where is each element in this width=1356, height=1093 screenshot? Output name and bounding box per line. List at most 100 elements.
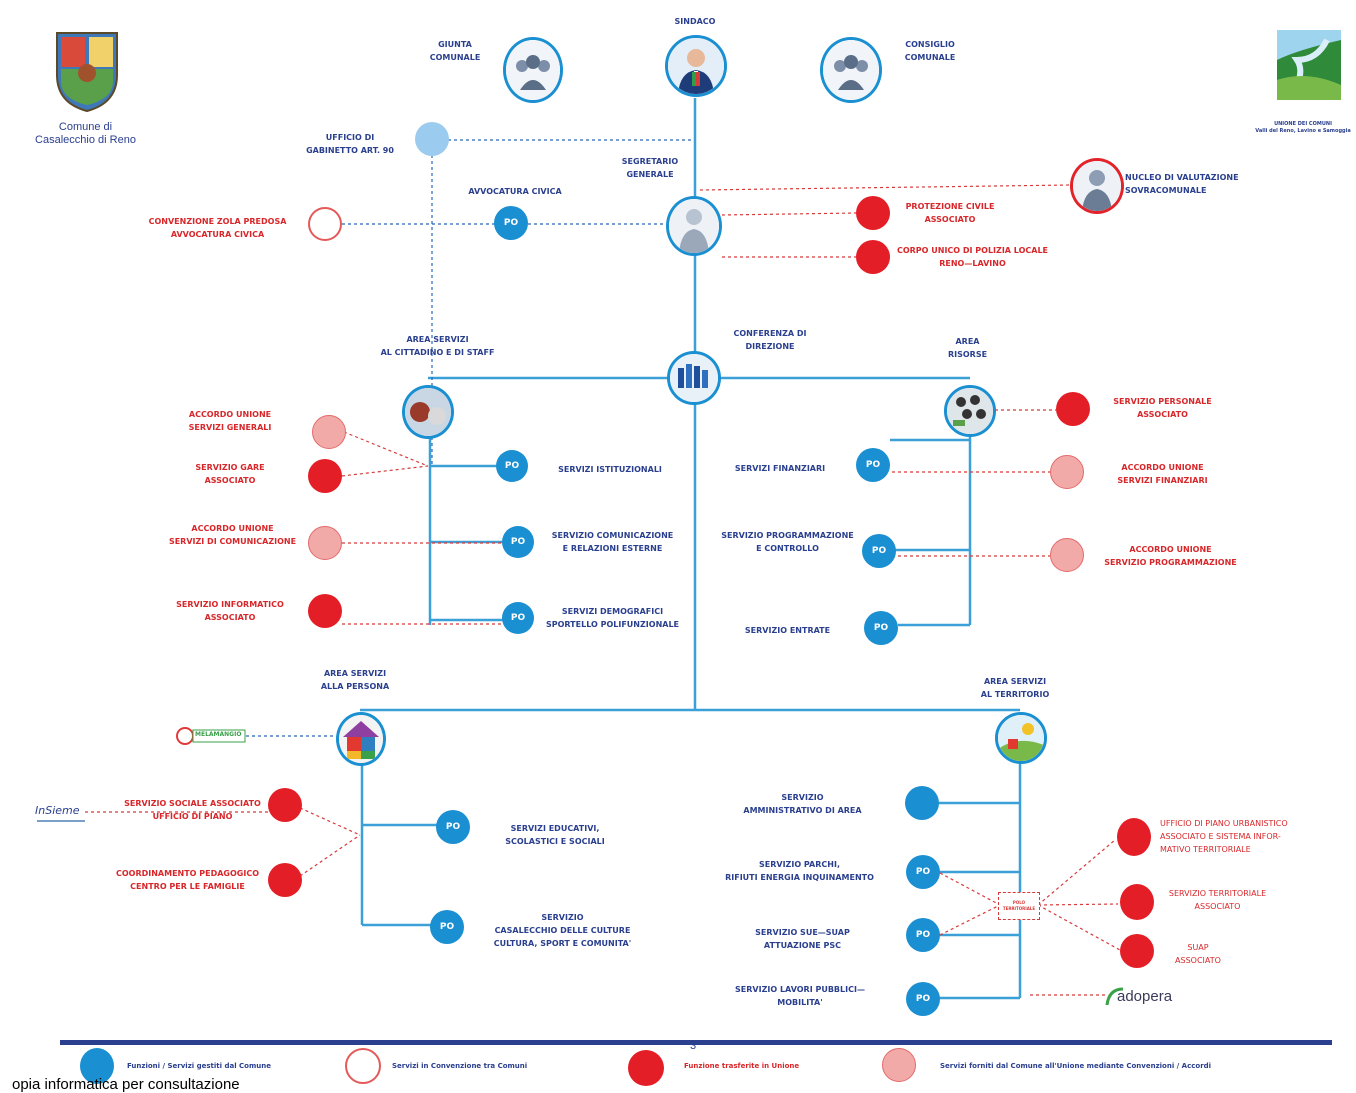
legend-divider xyxy=(60,1040,1332,1045)
area-staff-title: AREA SERVIZI AL CITTADINO E DI STAFF xyxy=(380,335,495,357)
giunta-node[interactable] xyxy=(503,37,563,103)
staff-service-3: SERVIZI DEMOGRAFICI SPORTELLO POLIFUNZIO… xyxy=(545,607,680,629)
sindaco-node[interactable] xyxy=(665,35,727,97)
nucleo-node[interactable] xyxy=(1070,158,1124,214)
nucleo-label: NUCLEO DI VALUTAZIONE SOVRACOMUNALE xyxy=(1125,173,1239,195)
legend-item-3: Funzione trasferite in Unione xyxy=(684,1062,800,1070)
legend-item-4: Servizi forniti dal Comune all'Unione me… xyxy=(940,1062,1212,1070)
conferenza-node[interactable] xyxy=(667,351,721,405)
polo-territoriale-text: POLO TERRITORIALE xyxy=(1002,900,1036,911)
staff-service-1: SERVIZI ISTITUZIONALI xyxy=(558,465,662,474)
legend-item-2: Servizi in Convenzione tra Comuni xyxy=(392,1062,528,1070)
risorse-right-1-label: SERVIZIO PERSONALE ASSOCIATO xyxy=(1113,397,1212,419)
territorio-node-1[interactable] xyxy=(905,786,939,820)
territorio-right-3-label: SUAP ASSOCIATO xyxy=(1175,943,1221,965)
territorio-service-3: SERVIZIO SUE—SUAP ATTUAZIONE PSC xyxy=(755,928,850,950)
area-persona-node[interactable] xyxy=(336,712,386,766)
gabinetto-label: UFFICIO DI GABINETTO ART. 90 xyxy=(306,133,394,155)
territorio-right-2-node[interactable] xyxy=(1120,884,1154,920)
segretario-label: SEGRETARIO GENERALE xyxy=(621,157,679,179)
avvocatura-label: AVVOCATURA CIVICA xyxy=(468,187,562,196)
risorse-right-3-node[interactable] xyxy=(1050,538,1084,572)
po-territorio-4[interactable]: PO xyxy=(906,982,940,1016)
po-staff-1[interactable]: PO xyxy=(496,450,528,482)
area-staff-node[interactable] xyxy=(402,385,454,439)
staff-left-2-label: SERVIZIO GARE ASSOCIATO xyxy=(195,463,265,485)
polizia-node[interactable] xyxy=(856,240,890,274)
legend-blue-swatch xyxy=(80,1048,114,1084)
persona-left-1-node[interactable] xyxy=(268,788,302,822)
comune-name: Comune di Casalecchio di Reno xyxy=(35,121,136,146)
territorio-service-1: SERVIZIO AMMINISTRATIVO DI AREA xyxy=(743,793,862,815)
staff-left-4-node[interactable] xyxy=(308,594,342,628)
protezione-label: PROTEZIONE CIVILE ASSOCIATO xyxy=(905,202,995,224)
area-risorse-node[interactable] xyxy=(944,385,996,437)
po-avvocatura[interactable]: PO xyxy=(494,206,528,240)
area-persona-title: AREA SERVIZI ALLA PERSONA xyxy=(320,669,390,691)
insieme-logo: InSieme xyxy=(35,800,90,830)
legend-red-swatch xyxy=(628,1050,664,1086)
melamangio-logo: MELAMANGIO xyxy=(175,725,247,747)
polo-territoriale-box[interactable]: POLO TERRITORIALE xyxy=(998,892,1040,920)
po-territorio-2[interactable]: PO xyxy=(906,855,940,889)
risorse-service-3: SERVIZIO ENTRATE xyxy=(744,626,831,635)
convenzione-zola-label: CONVENZIONE ZOLA PREDOSA AVVOCATURA CIVI… xyxy=(148,217,287,239)
person-icon xyxy=(669,199,719,253)
staff-left-3-node[interactable] xyxy=(308,526,342,560)
person-icon xyxy=(668,38,724,94)
area-territorio-title: AREA SERVIZI AL TERRITORIO xyxy=(980,677,1050,699)
po-risorse-1[interactable]: PO xyxy=(856,448,890,482)
convenzione-zola-node[interactable] xyxy=(308,207,342,241)
territory-icon xyxy=(998,715,1044,761)
page-number: 3 xyxy=(690,1040,697,1052)
person-icon xyxy=(1073,161,1121,211)
consiglio-node[interactable] xyxy=(820,37,882,103)
staff-service-2: SERVIZIO COMUNICAZIONE E RELAZIONI ESTER… xyxy=(551,531,674,553)
persona-left-1-label: SERVIZIO SOCIALE ASSOCIATO UFFICIO DI PI… xyxy=(124,799,261,821)
risorse-right-3-label: ACCORDO UNIONE SERVIZIO PROGRAMMAZIONE xyxy=(1104,545,1237,567)
area-risorse-title: AREA RISORSE xyxy=(947,337,988,359)
melamangio-text: MELAMANGIO xyxy=(195,731,242,738)
gabinetto-node[interactable] xyxy=(415,122,449,156)
territorio-service-4: SERVIZIO LAVORI PUBBLICI— MOBILITA' xyxy=(735,985,865,1007)
po-persona-1[interactable]: PO xyxy=(436,810,470,844)
staff-left-3-label: ACCORDO UNIONE SERVIZI DI COMUNICAZIONE xyxy=(168,524,297,546)
territorio-right-1-node[interactable] xyxy=(1117,818,1151,856)
resources-icon xyxy=(947,388,993,434)
staff-left-1-label: ACCORDO UNIONE SERVIZI GENERALI xyxy=(188,410,272,432)
adopera-logo: adopera xyxy=(1103,985,1173,1009)
staff-icon xyxy=(405,388,451,436)
group-icon xyxy=(506,40,560,100)
po-risorse-3[interactable]: PO xyxy=(864,611,898,645)
meeting-icon xyxy=(670,354,718,402)
risorse-right-2-node[interactable] xyxy=(1050,455,1084,489)
consiglio-label: CONSIGLIO COMUNALE xyxy=(904,40,956,62)
persona-left-2-node[interactable] xyxy=(268,863,302,897)
insieme-text: InSieme xyxy=(35,804,80,817)
territorio-right-3-node[interactable] xyxy=(1120,934,1154,968)
legend-white-swatch xyxy=(345,1048,381,1084)
territorio-right-1-label: UFFICIO DI PIANO URBANISTICO ASSOCIATO E… xyxy=(1160,819,1288,854)
staff-left-1-node[interactable] xyxy=(312,415,346,449)
territorio-right-2-label: SERVIZIO TERRITORIALE ASSOCIATO xyxy=(1168,889,1267,911)
po-territorio-3[interactable]: PO xyxy=(906,918,940,952)
footer-text: opia informatica per consultazione xyxy=(12,1076,240,1093)
puzzle-house-icon xyxy=(339,715,383,763)
po-persona-2[interactable]: PO xyxy=(430,910,464,944)
giunta-label: GIUNTA COMUNALE xyxy=(429,40,481,62)
staff-left-4-label: SERVIZIO INFORMATICO ASSOCIATO xyxy=(176,600,284,622)
po-staff-3[interactable]: PO xyxy=(502,602,534,634)
persona-service-2: SERVIZIO CASALECCHIO DELLE CULTURE CULTU… xyxy=(493,913,632,948)
po-staff-2[interactable]: PO xyxy=(502,526,534,558)
protezione-node[interactable] xyxy=(856,196,890,230)
legend-item-1: Funzioni / Servizi gestiti dal Comune xyxy=(127,1062,271,1070)
risorse-right-2-label: ACCORDO UNIONE SERVIZI FINANZIARI xyxy=(1117,463,1208,485)
staff-left-2-node[interactable] xyxy=(308,459,342,493)
legend-pink-swatch xyxy=(882,1048,916,1082)
po-risorse-2[interactable]: PO xyxy=(862,534,896,568)
risorse-right-1-node[interactable] xyxy=(1056,392,1090,426)
risorse-service-1: SERVIZI FINANZIARI xyxy=(734,464,826,473)
polizia-label: CORPO UNICO DI POLIZIA LOCALE RENO—LAVIN… xyxy=(896,246,1049,268)
area-territorio-node[interactable] xyxy=(995,712,1047,764)
segretario-node[interactable] xyxy=(666,196,722,256)
